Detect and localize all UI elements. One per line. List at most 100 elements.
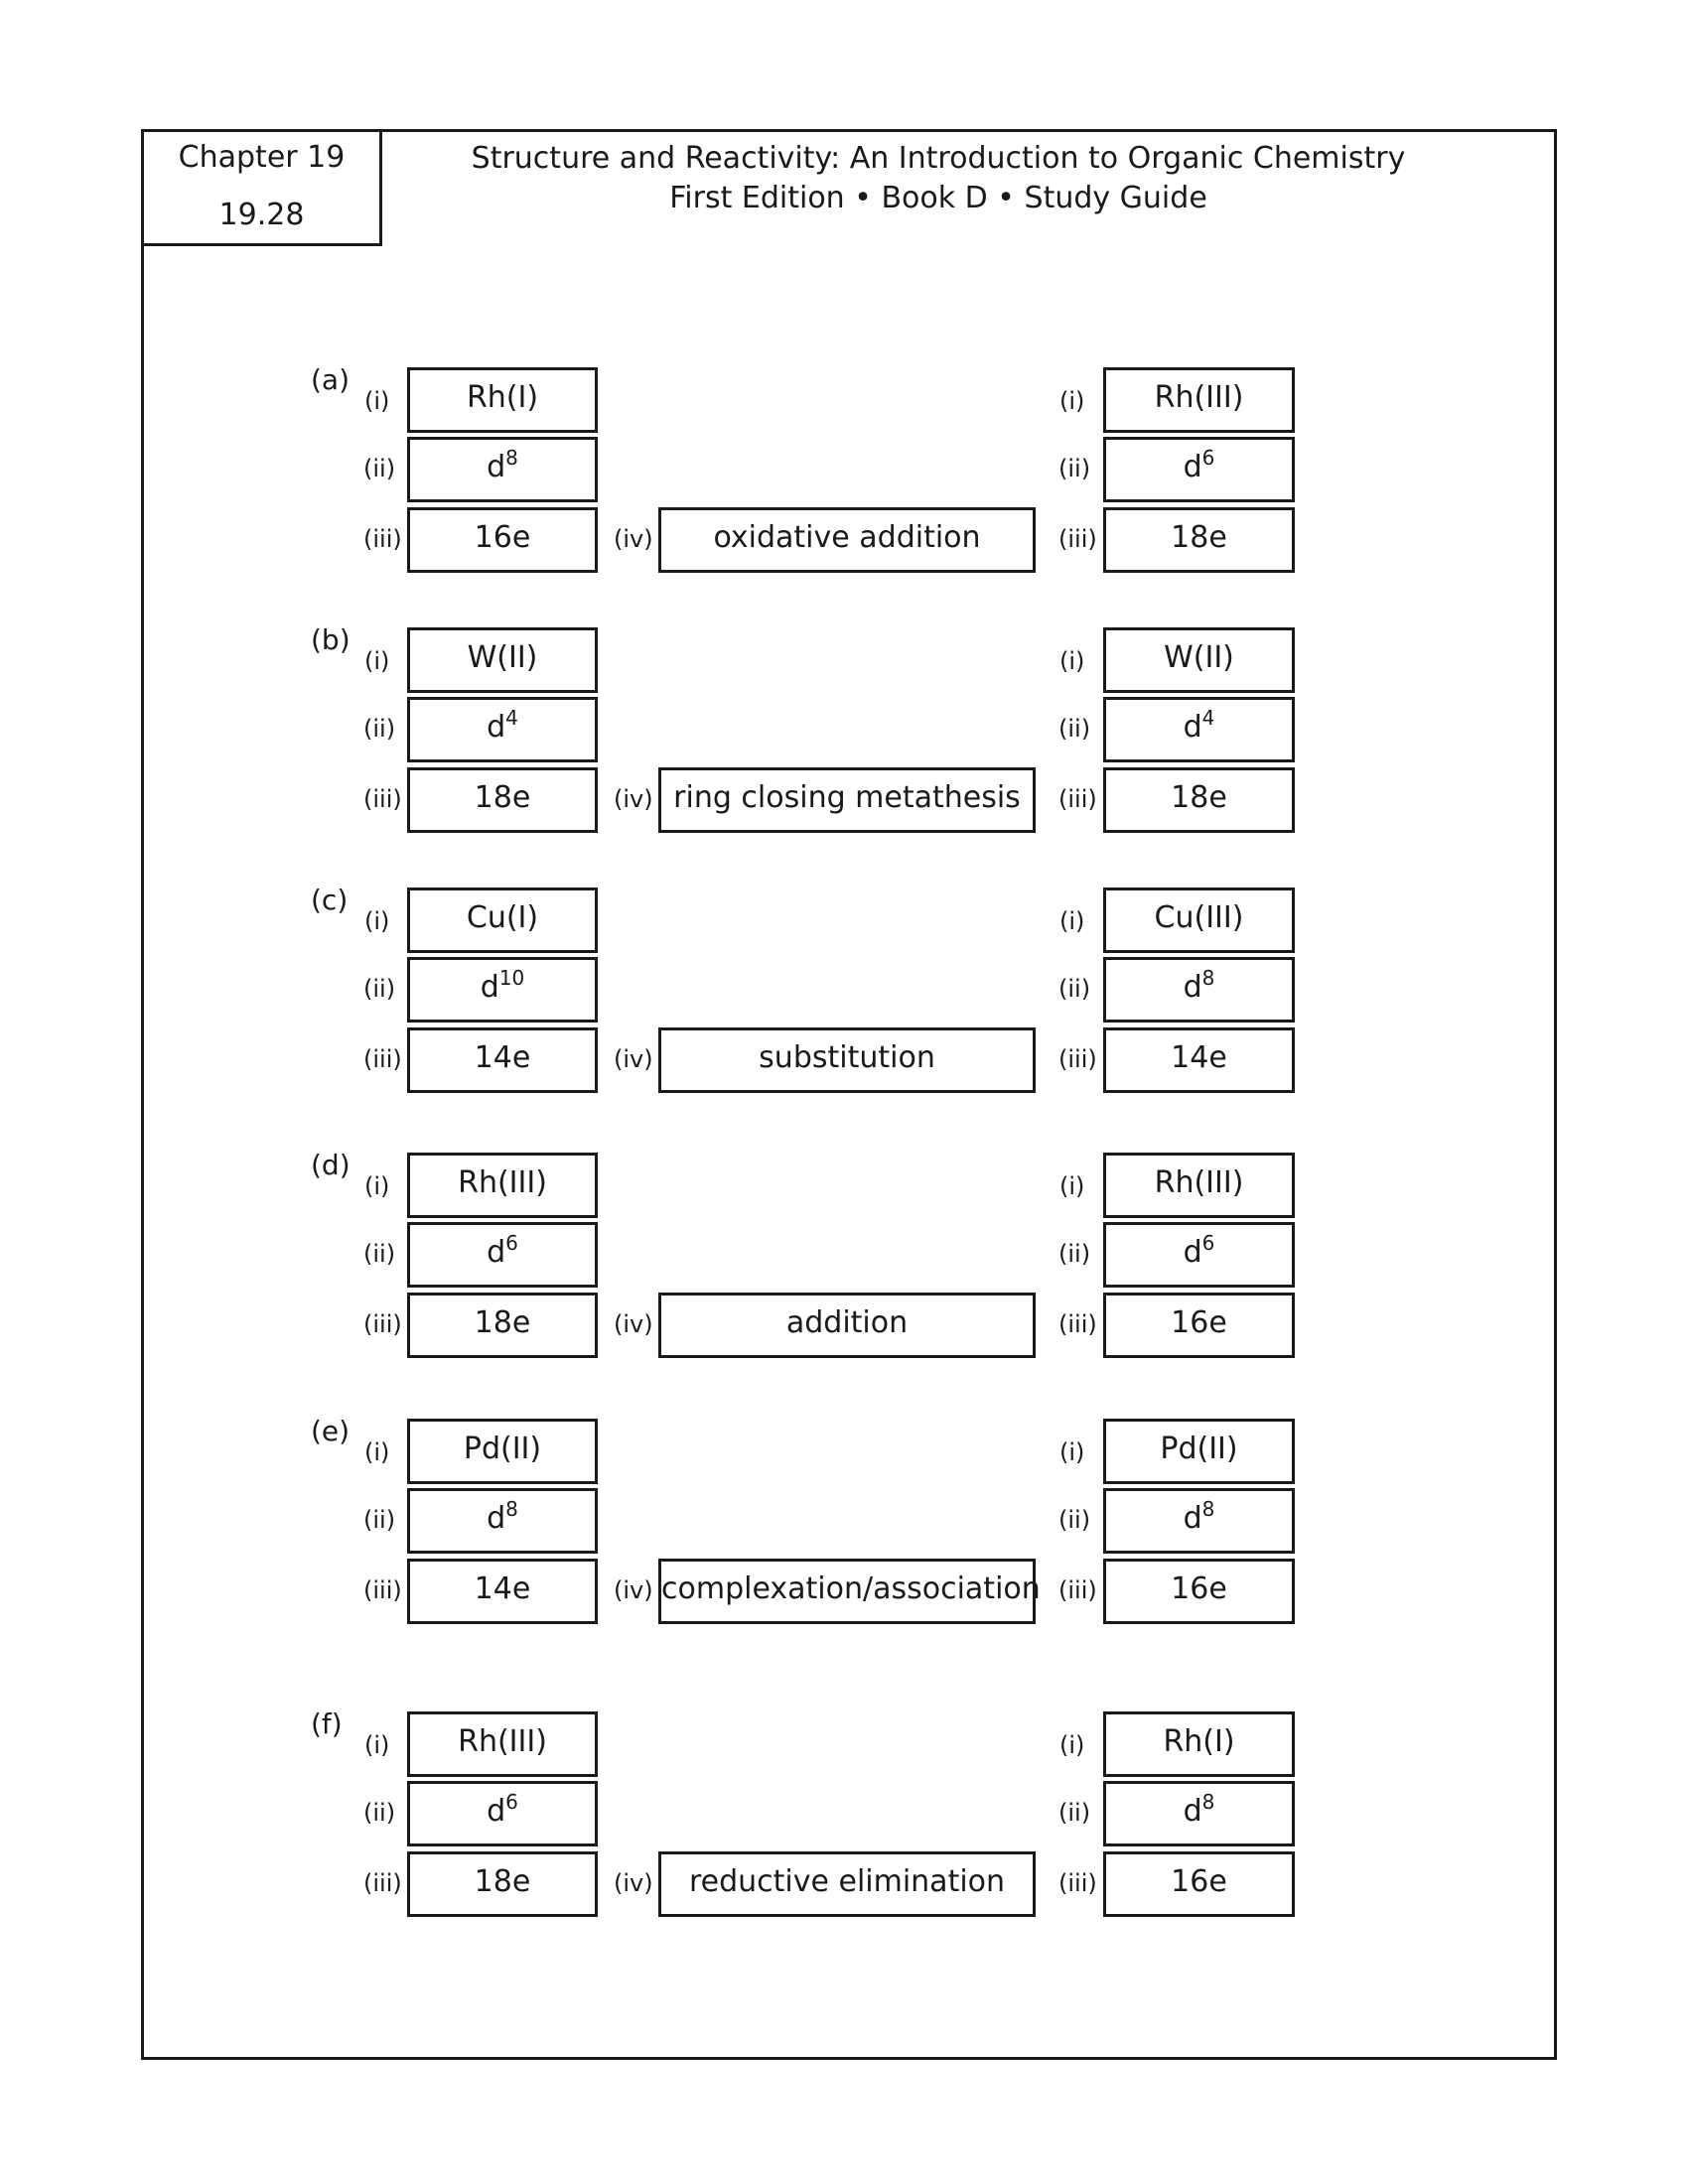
answer-section-d: (d) (i) (ii) (iii) Rh(III) d6 18e (iv) a…: [0, 1149, 1688, 1361]
left-d-symbol: d: [487, 1501, 506, 1536]
left-metal-box: Rh(I): [407, 367, 598, 433]
right-d-count-box: d8: [1103, 1488, 1295, 1554]
left-metal-box: Rh(III): [407, 1153, 598, 1218]
label-i-right: (i): [1059, 647, 1085, 675]
label-i-left: (i): [364, 1438, 390, 1466]
left-metal-oxidation-state: Cu(I): [466, 900, 539, 935]
reaction-type-box: substitution: [658, 1027, 1036, 1093]
label-ii-left: (ii): [363, 455, 396, 482]
label-i-right: (i): [1059, 1172, 1085, 1200]
left-d-electron-count: 6: [505, 1231, 518, 1255]
label-iii-left: (iii): [363, 1310, 402, 1338]
label-ii-left: (ii): [363, 715, 396, 743]
reaction-type-box: reductive elimination: [658, 1851, 1036, 1917]
left-d-symbol: d: [480, 970, 499, 1005]
right-d-symbol: d: [1183, 1501, 1202, 1536]
right-metal-box: W(II): [1103, 627, 1295, 693]
label-iv: (iv): [614, 1869, 653, 1897]
left-d-electron-count: 4: [505, 706, 518, 730]
label-i-left: (i): [364, 1172, 390, 1200]
left-electron-count: 14e: [474, 1040, 531, 1075]
left-metal-oxidation-state: W(II): [467, 640, 538, 675]
label-iii-right: (iii): [1058, 1045, 1097, 1073]
right-electron-count-box: 18e: [1103, 767, 1295, 833]
right-d-count-box: d6: [1103, 437, 1295, 502]
left-d-count-box: d8: [407, 437, 598, 502]
label-i-left: (i): [364, 1731, 390, 1759]
reaction-type: ring closing metathesis: [673, 780, 1021, 815]
label-i-left: (i): [364, 907, 390, 935]
reaction-type: substitution: [759, 1040, 935, 1075]
right-metal-oxidation-state: W(II): [1164, 640, 1234, 675]
left-electron-count-box: 18e: [407, 767, 598, 833]
label-i-right: (i): [1059, 1438, 1085, 1466]
left-electron-count-box: 18e: [407, 1851, 598, 1917]
right-electron-count: 14e: [1171, 1040, 1227, 1075]
left-metal-box: W(II): [407, 627, 598, 693]
right-metal-oxidation-state: Rh(I): [1163, 1724, 1235, 1759]
left-d-count-box: d10: [407, 957, 598, 1023]
label-iv: (iv): [614, 1576, 653, 1604]
left-d-count-box: d4: [407, 697, 598, 762]
left-d-symbol: d: [487, 450, 506, 484]
book-edition: First Edition • Book D • Study Guide: [669, 181, 1207, 215]
left-metal-box: Pd(II): [407, 1419, 598, 1484]
label-iv: (iv): [614, 525, 653, 553]
left-d-electron-count: 8: [505, 1497, 518, 1521]
label-ii-left: (ii): [363, 975, 396, 1003]
label-iv: (iv): [614, 785, 653, 813]
label-iii-left: (iii): [363, 785, 402, 813]
left-metal-box: Cu(I): [407, 887, 598, 953]
label-ii-left: (ii): [363, 1506, 396, 1534]
reaction-type: addition: [785, 1305, 909, 1340]
label-i-right: (i): [1059, 907, 1085, 935]
label-iv: (iv): [614, 1045, 653, 1073]
reaction-type-box: complexation/association: [658, 1559, 1041, 1624]
left-d-electron-count: 6: [505, 1790, 518, 1814]
chapter-box: Chapter 19 19.28: [141, 129, 382, 246]
left-electron-count: 14e: [474, 1571, 531, 1606]
left-metal-oxidation-state: Rh(III): [458, 1165, 547, 1200]
right-electron-count: 18e: [1171, 520, 1227, 555]
problem-number: 19.28: [218, 198, 305, 232]
right-metal-box: Rh(III): [1103, 367, 1295, 433]
right-metal-box: Cu(III): [1103, 887, 1295, 953]
right-d-count-box: d8: [1103, 1781, 1295, 1846]
reaction-type-box: oxidative addition: [658, 507, 1036, 573]
answer-section-a: (a) (i) (ii) (iii) Rh(I) d8 16e (iv) oxi…: [0, 363, 1688, 576]
right-metal-oxidation-state: Rh(III): [1154, 1165, 1244, 1200]
right-electron-count-box: 16e: [1103, 1293, 1295, 1358]
right-metal-box: Rh(III): [1103, 1153, 1295, 1218]
right-metal-oxidation-state: Pd(II): [1160, 1432, 1238, 1466]
right-metal-oxidation-state: Cu(III): [1154, 900, 1244, 935]
right-d-symbol: d: [1183, 1235, 1202, 1270]
label-ii-left: (ii): [363, 1240, 396, 1268]
section-letter: (e): [311, 1415, 351, 1447]
label-iii-left: (iii): [363, 525, 402, 553]
left-d-electron-count: 8: [505, 446, 518, 470]
right-d-symbol: d: [1183, 1794, 1202, 1829]
left-d-symbol: d: [487, 1794, 506, 1829]
label-iii-right: (iii): [1058, 785, 1097, 813]
answer-section-e: (e) (i) (ii) (iii) Pd(II) d8 14e (iv) co…: [0, 1415, 1688, 1627]
right-d-electron-count: 6: [1201, 446, 1215, 470]
label-iii-right: (iii): [1058, 525, 1097, 553]
right-d-electron-count: 8: [1201, 1497, 1215, 1521]
answer-section-f: (f) (i) (ii) (iii) Rh(III) d6 18e (iv) r…: [0, 1707, 1688, 1920]
left-electron-count: 18e: [474, 780, 531, 815]
label-i-right: (i): [1059, 1731, 1085, 1759]
right-d-electron-count: 8: [1201, 1790, 1215, 1814]
label-i-left: (i): [364, 647, 390, 675]
section-letter: (b): [311, 623, 351, 656]
left-electron-count-box: 16e: [407, 507, 598, 573]
section-letter: (d): [311, 1149, 351, 1181]
right-d-symbol: d: [1183, 450, 1202, 484]
label-ii-right: (ii): [1058, 1240, 1091, 1268]
left-electron-count: 16e: [474, 520, 531, 555]
answer-section-c: (c) (i) (ii) (iii) Cu(I) d10 14e (iv) su…: [0, 884, 1688, 1096]
right-d-symbol: d: [1183, 710, 1202, 745]
label-ii-left: (ii): [363, 1799, 396, 1827]
right-metal-box: Pd(II): [1103, 1419, 1295, 1484]
section-letter: (c): [311, 884, 349, 916]
label-ii-right: (ii): [1058, 1799, 1091, 1827]
